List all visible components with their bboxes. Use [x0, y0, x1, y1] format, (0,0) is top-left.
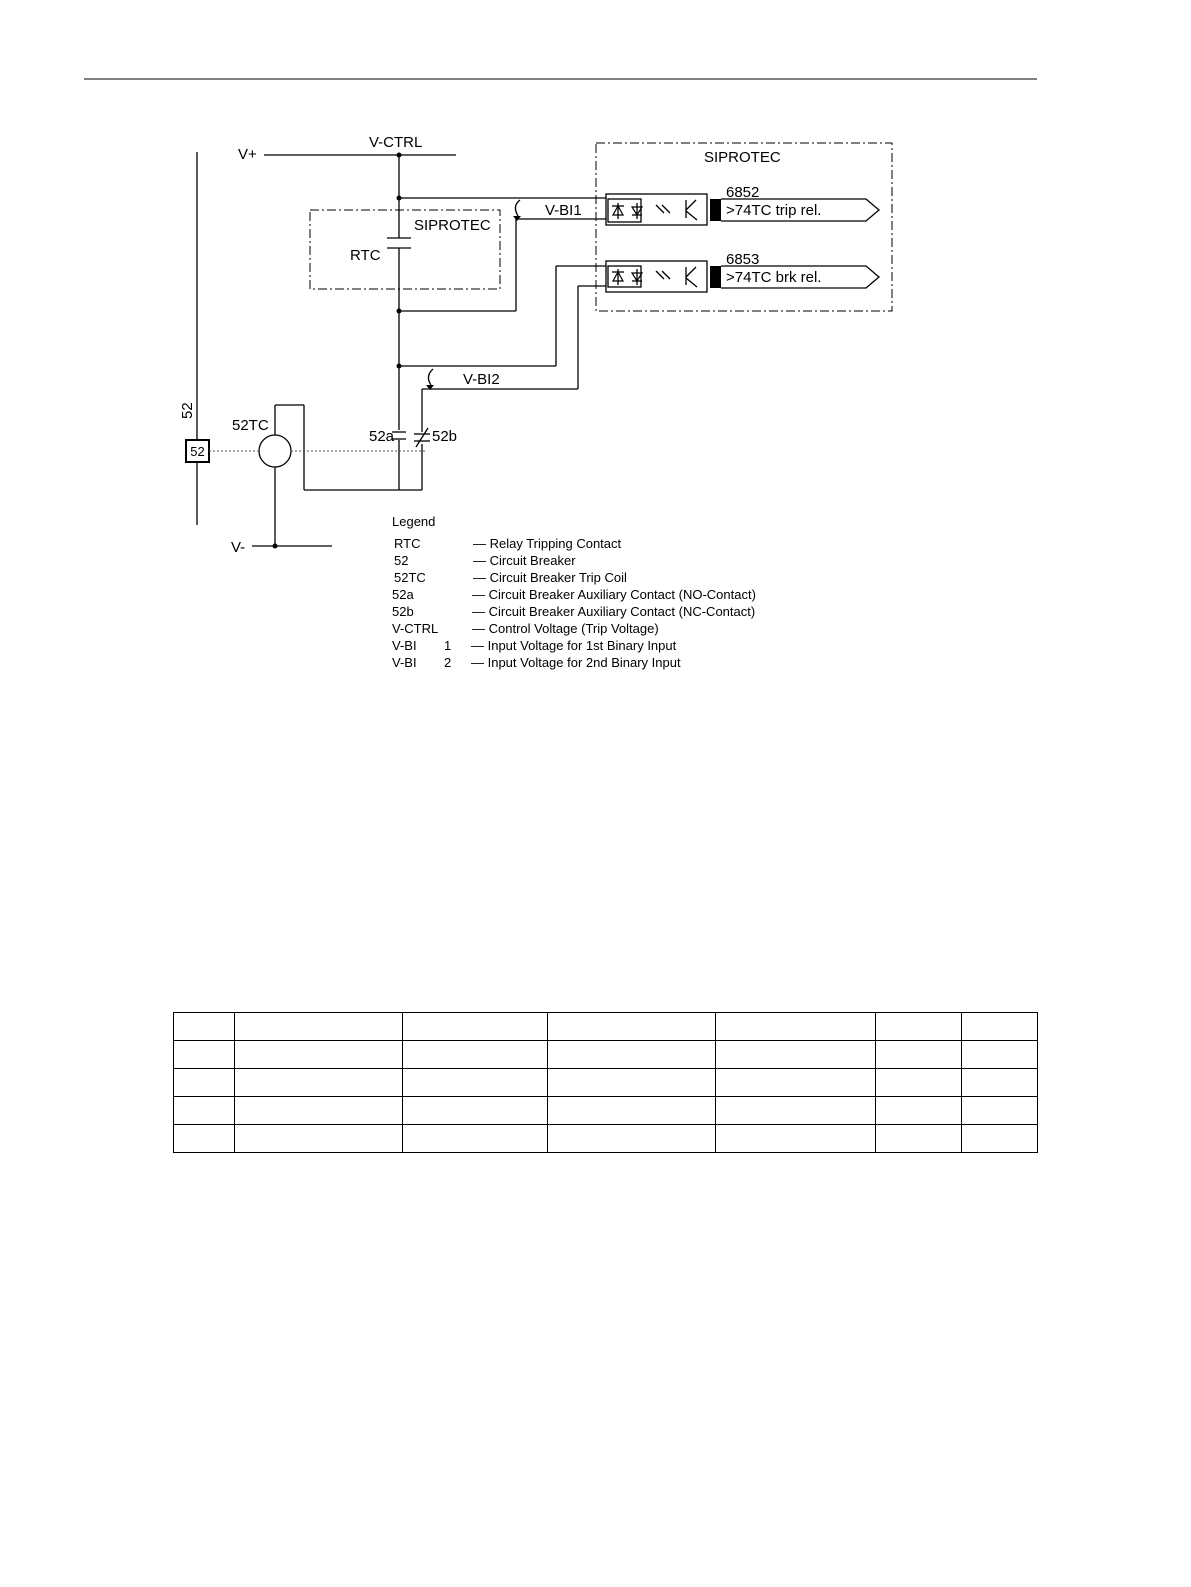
- table-cell: [715, 1012, 876, 1041]
- legend-desc: — Control Voltage (Trip Voltage): [472, 621, 659, 636]
- binary-input-1-output-arrow: [721, 198, 881, 222]
- table-cell: [402, 1124, 548, 1153]
- siprotec-outer-label: SIPROTEC: [704, 149, 781, 166]
- binary-input-1-marker: [710, 199, 721, 221]
- table-cell: [961, 1012, 1038, 1041]
- aux-52b-label: 52b: [432, 428, 457, 445]
- binary-input-2-marker: [710, 266, 721, 288]
- legend-code: 52a: [392, 587, 414, 602]
- node-vminus: [272, 543, 278, 549]
- table-cell: [961, 1096, 1038, 1125]
- table-cell: [875, 1096, 962, 1125]
- bi1-voltage-arc: [514, 199, 521, 217]
- bi1-voltage-arrowhead: [513, 216, 521, 221]
- legend-code: RTC: [394, 536, 420, 551]
- aux-52a-label: 52a: [369, 428, 395, 445]
- trip-coil-label: 52TC: [232, 417, 269, 434]
- input-6853-label: >74TC brk rel.: [726, 269, 821, 286]
- table-cell: [547, 1068, 716, 1097]
- binary-input-2-optocoupler: [605, 260, 708, 293]
- table-cell: [547, 1012, 716, 1041]
- table-cell: [547, 1124, 716, 1153]
- table-cell: [961, 1068, 1038, 1097]
- table-cell: [173, 1012, 235, 1041]
- legend-index: 1: [444, 638, 451, 653]
- empty-table: [173, 1012, 1038, 1153]
- trip-coil-52tc: [258, 434, 292, 468]
- table-cell: [402, 1040, 548, 1069]
- legend-code: V-BI: [392, 638, 417, 653]
- input-6853-number: 6853: [726, 251, 759, 268]
- bi2-voltage-arc: [427, 368, 434, 386]
- table-row: [173, 1012, 1038, 1041]
- v-bi2-label: V-BI2: [463, 371, 500, 388]
- legend-code: V-BI: [392, 655, 417, 670]
- table-cell: [234, 1096, 403, 1125]
- table-cell: [961, 1124, 1038, 1153]
- table-cell: [234, 1012, 403, 1041]
- table-cell: [875, 1068, 962, 1097]
- bus-52-label: 52: [179, 402, 196, 419]
- table-cell: [234, 1124, 403, 1153]
- legend-desc: — Circuit Breaker Trip Coil: [473, 570, 627, 585]
- aux-52b-slash: [415, 427, 429, 448]
- input-6852-label: >74TC trip rel.: [726, 202, 821, 219]
- siprotec-outer-box: [595, 142, 893, 312]
- breaker-52-label: 52: [190, 444, 204, 459]
- table-cell: [173, 1124, 235, 1153]
- legend-desc: — Circuit Breaker Auxiliary Contact (NC-…: [472, 604, 755, 619]
- legend-code: V-CTRL: [392, 621, 438, 636]
- table-cell: [402, 1096, 548, 1125]
- legend-code: 52b: [392, 604, 414, 619]
- legend: Legend RTC — Relay Tripping Contact 52 —…: [392, 514, 756, 670]
- table-cell: [402, 1012, 548, 1041]
- legend-code: 52: [394, 553, 408, 568]
- input-6852-number: 6852: [726, 184, 759, 201]
- rtc-label: RTC: [350, 247, 381, 264]
- table-cell: [173, 1040, 235, 1069]
- siprotec-inner-box: [309, 209, 501, 290]
- legend-index: 2: [444, 655, 451, 670]
- table-cell: [547, 1040, 716, 1069]
- v-bi1-label: V-BI1: [545, 202, 582, 219]
- table-cell: [715, 1040, 876, 1069]
- legend-desc: — Relay Tripping Contact: [473, 536, 622, 551]
- siprotec-inner-label: SIPROTEC: [414, 217, 491, 234]
- table-row: [173, 1096, 1038, 1125]
- table-cell: [715, 1096, 876, 1125]
- table-cell: [402, 1068, 548, 1097]
- bi2-voltage-arrowhead: [426, 385, 434, 390]
- table-cell: [234, 1040, 403, 1069]
- table-cell: [875, 1124, 962, 1153]
- legend-title: Legend: [392, 514, 435, 529]
- table-cell: [875, 1040, 962, 1069]
- table-cell: [875, 1012, 962, 1041]
- v-minus-label: V-: [231, 539, 245, 556]
- table-cell: [547, 1096, 716, 1125]
- binary-input-2-output-arrow: [721, 265, 881, 289]
- v-plus-label: V+: [238, 146, 257, 163]
- table-cell: [961, 1040, 1038, 1069]
- table-row: [173, 1124, 1038, 1153]
- legend-desc: — Circuit Breaker Auxiliary Contact (NO-…: [472, 587, 756, 602]
- table-cell: [715, 1124, 876, 1153]
- table-row: [173, 1040, 1038, 1069]
- v-ctrl-label: V-CTRL: [369, 134, 422, 151]
- trip-circuit-diagram: 52 52 V+ V-CTRL RTC SIPROTEC V-BI1 V-BI2…: [84, 78, 1037, 670]
- table-cell: [173, 1096, 235, 1125]
- legend-desc: — Input Voltage for 1st Binary Input: [471, 638, 677, 653]
- legend-code: 52TC: [394, 570, 426, 585]
- legend-desc: — Input Voltage for 2nd Binary Input: [471, 655, 681, 670]
- binary-input-1-optocoupler: [605, 193, 708, 226]
- table-body: [173, 1012, 1038, 1153]
- table-cell: [173, 1068, 235, 1097]
- legend-desc: — Circuit Breaker: [473, 553, 576, 568]
- table-cell: [715, 1068, 876, 1097]
- table-row: [173, 1068, 1038, 1097]
- table-cell: [234, 1068, 403, 1097]
